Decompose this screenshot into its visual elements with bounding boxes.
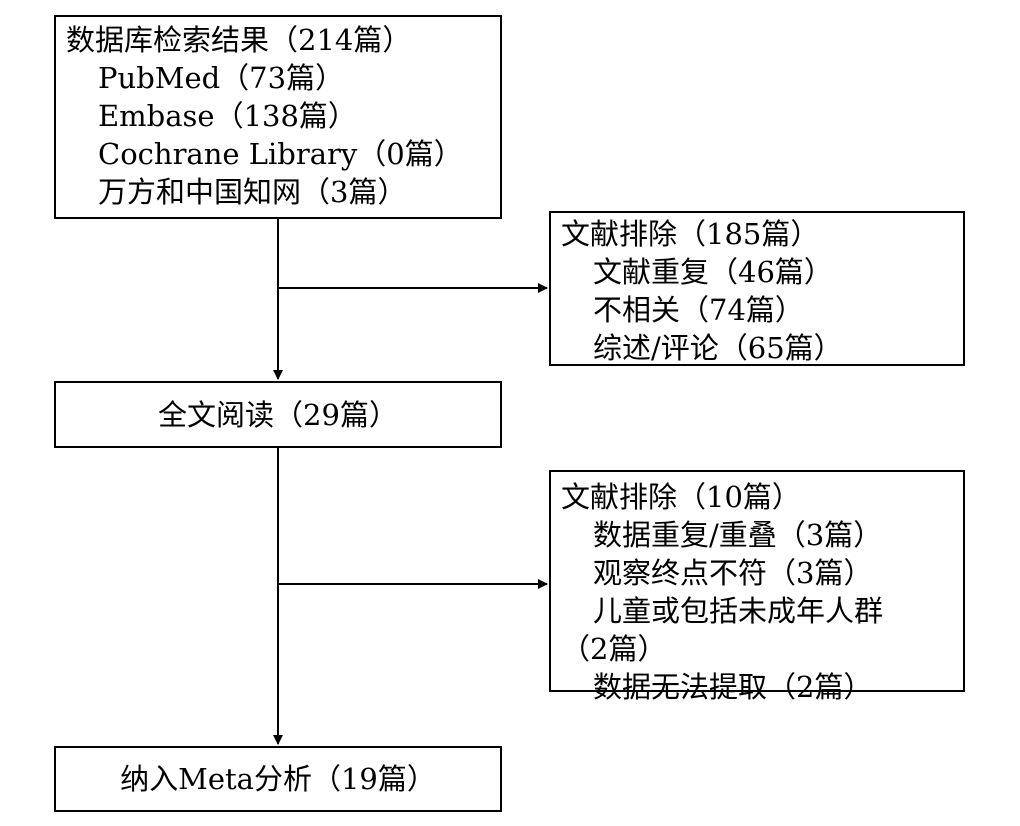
exclusion-1-duplicates: 文献重复（46篇）	[593, 255, 833, 289]
fulltext-review-box: 全文阅读（29篇）	[54, 381, 502, 448]
source-cochrane: Cochrane Library（0篇）	[98, 137, 463, 171]
exclusion-2-children-count: （2篇）	[561, 632, 667, 666]
exclusion-1-irrelevant: 不相关（74篇）	[593, 293, 804, 327]
search-results-box: 数据库检索结果（214篇） PubMed（73篇） Embase（138篇） C…	[54, 15, 502, 219]
exclusion-2-children: 儿童或包括未成年人群	[593, 594, 884, 628]
source-embase: Embase（138篇）	[98, 99, 357, 133]
source-wanfang-cnki: 万方和中国知网（3篇）	[98, 175, 407, 209]
exclusion-2-data-unextractable: 数据无法提取（2篇）	[593, 670, 873, 704]
exclusion-1-title: 文献排除（185篇）	[561, 217, 820, 251]
fulltext-review-label: 全文阅读（29篇）	[158, 397, 398, 432]
exclusion-2-endpoint-mismatch: 观察终点不符（3篇）	[593, 556, 873, 590]
exclusion-2-title: 文献排除（10篇）	[561, 480, 801, 514]
included-meta-analysis-label: 纳入Meta分析（19篇）	[120, 762, 436, 796]
exclusion-box-1: 文献排除（185篇） 文献重复（46篇） 不相关（74篇） 综述/评论（65篇）	[549, 211, 965, 366]
search-results-title: 数据库检索结果（214篇）	[66, 23, 412, 57]
exclusion-box-2: 文献排除（10篇） 数据重复/重叠（3篇） 观察终点不符（3篇） 儿童或包括未成…	[549, 470, 965, 704]
source-pubmed: PubMed（73篇）	[98, 61, 345, 95]
exclusion-2-data-duplicate: 数据重复/重叠（3篇）	[593, 518, 883, 552]
exclusion-1-reviews: 综述/评论（65篇）	[593, 331, 843, 365]
included-meta-analysis-box: 纳入Meta分析（19篇）	[54, 746, 502, 812]
